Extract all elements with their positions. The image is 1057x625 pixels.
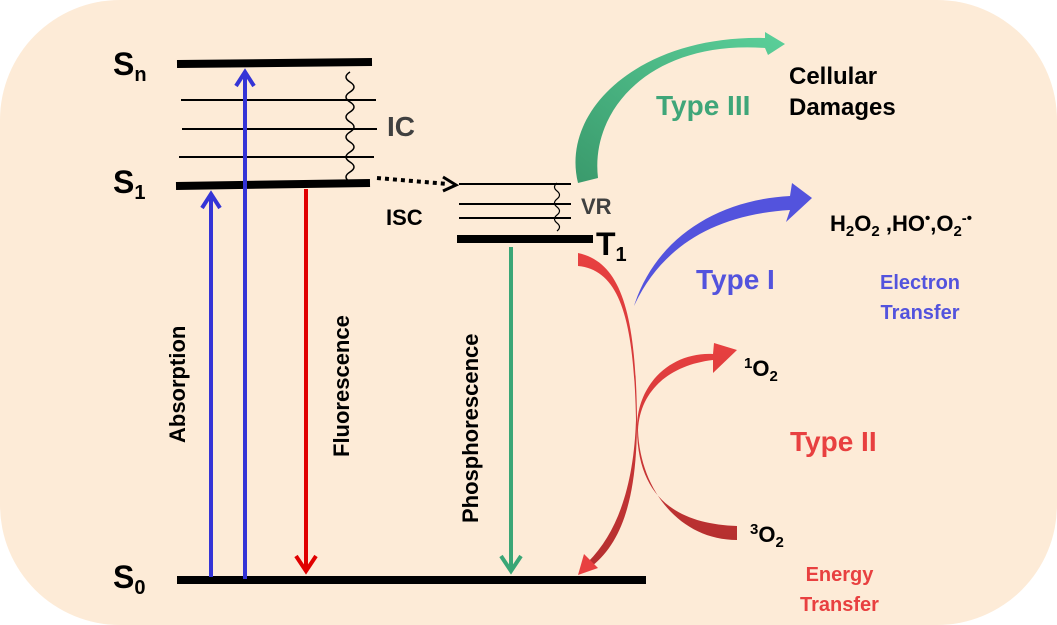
state-label-sn: Sn [113, 46, 147, 86]
isc-arrowhead [442, 175, 460, 193]
vr-label: VR [581, 194, 612, 219]
absorption-arrowhead [234, 68, 256, 88]
fluorescence-label: Fluorescence [329, 315, 354, 457]
singlet-oxygen-label: 1O2 [744, 355, 778, 385]
sn-level [176, 58, 373, 68]
type1-products: H2O2 ,HO•,O2-• [830, 210, 973, 240]
s1-level [175, 179, 371, 190]
t1-decay-arrow [578, 253, 637, 566]
t1-decay-arrowhead [578, 554, 598, 575]
fluorescence-arrowhead [294, 554, 318, 575]
state-label-s0: S0 [113, 559, 146, 599]
state-label-t1: T1 [596, 226, 627, 266]
type1-arrow [634, 183, 812, 306]
ic-wavy-line [345, 71, 355, 183]
type1-label: Type I [696, 264, 775, 295]
type2-label: Type II [790, 426, 877, 457]
state-label-s1: S1 [113, 164, 146, 204]
phosphorescence-label: Phosphorescence [458, 333, 483, 523]
vr-wavy-line [553, 182, 561, 232]
type2-arrow [636, 343, 737, 540]
isc-arrow [376, 176, 449, 186]
absorption-label: Absorption [165, 325, 190, 443]
isc-label: ISC [386, 205, 423, 230]
ic-label: IC [387, 111, 415, 142]
phosphorescence-arrowhead [499, 554, 523, 575]
type3-arrow [575, 32, 785, 183]
absorption-arrowhead [200, 190, 222, 210]
triplet-oxygen-label: 3O2 [750, 521, 784, 551]
type3-label: Type III [656, 90, 751, 121]
